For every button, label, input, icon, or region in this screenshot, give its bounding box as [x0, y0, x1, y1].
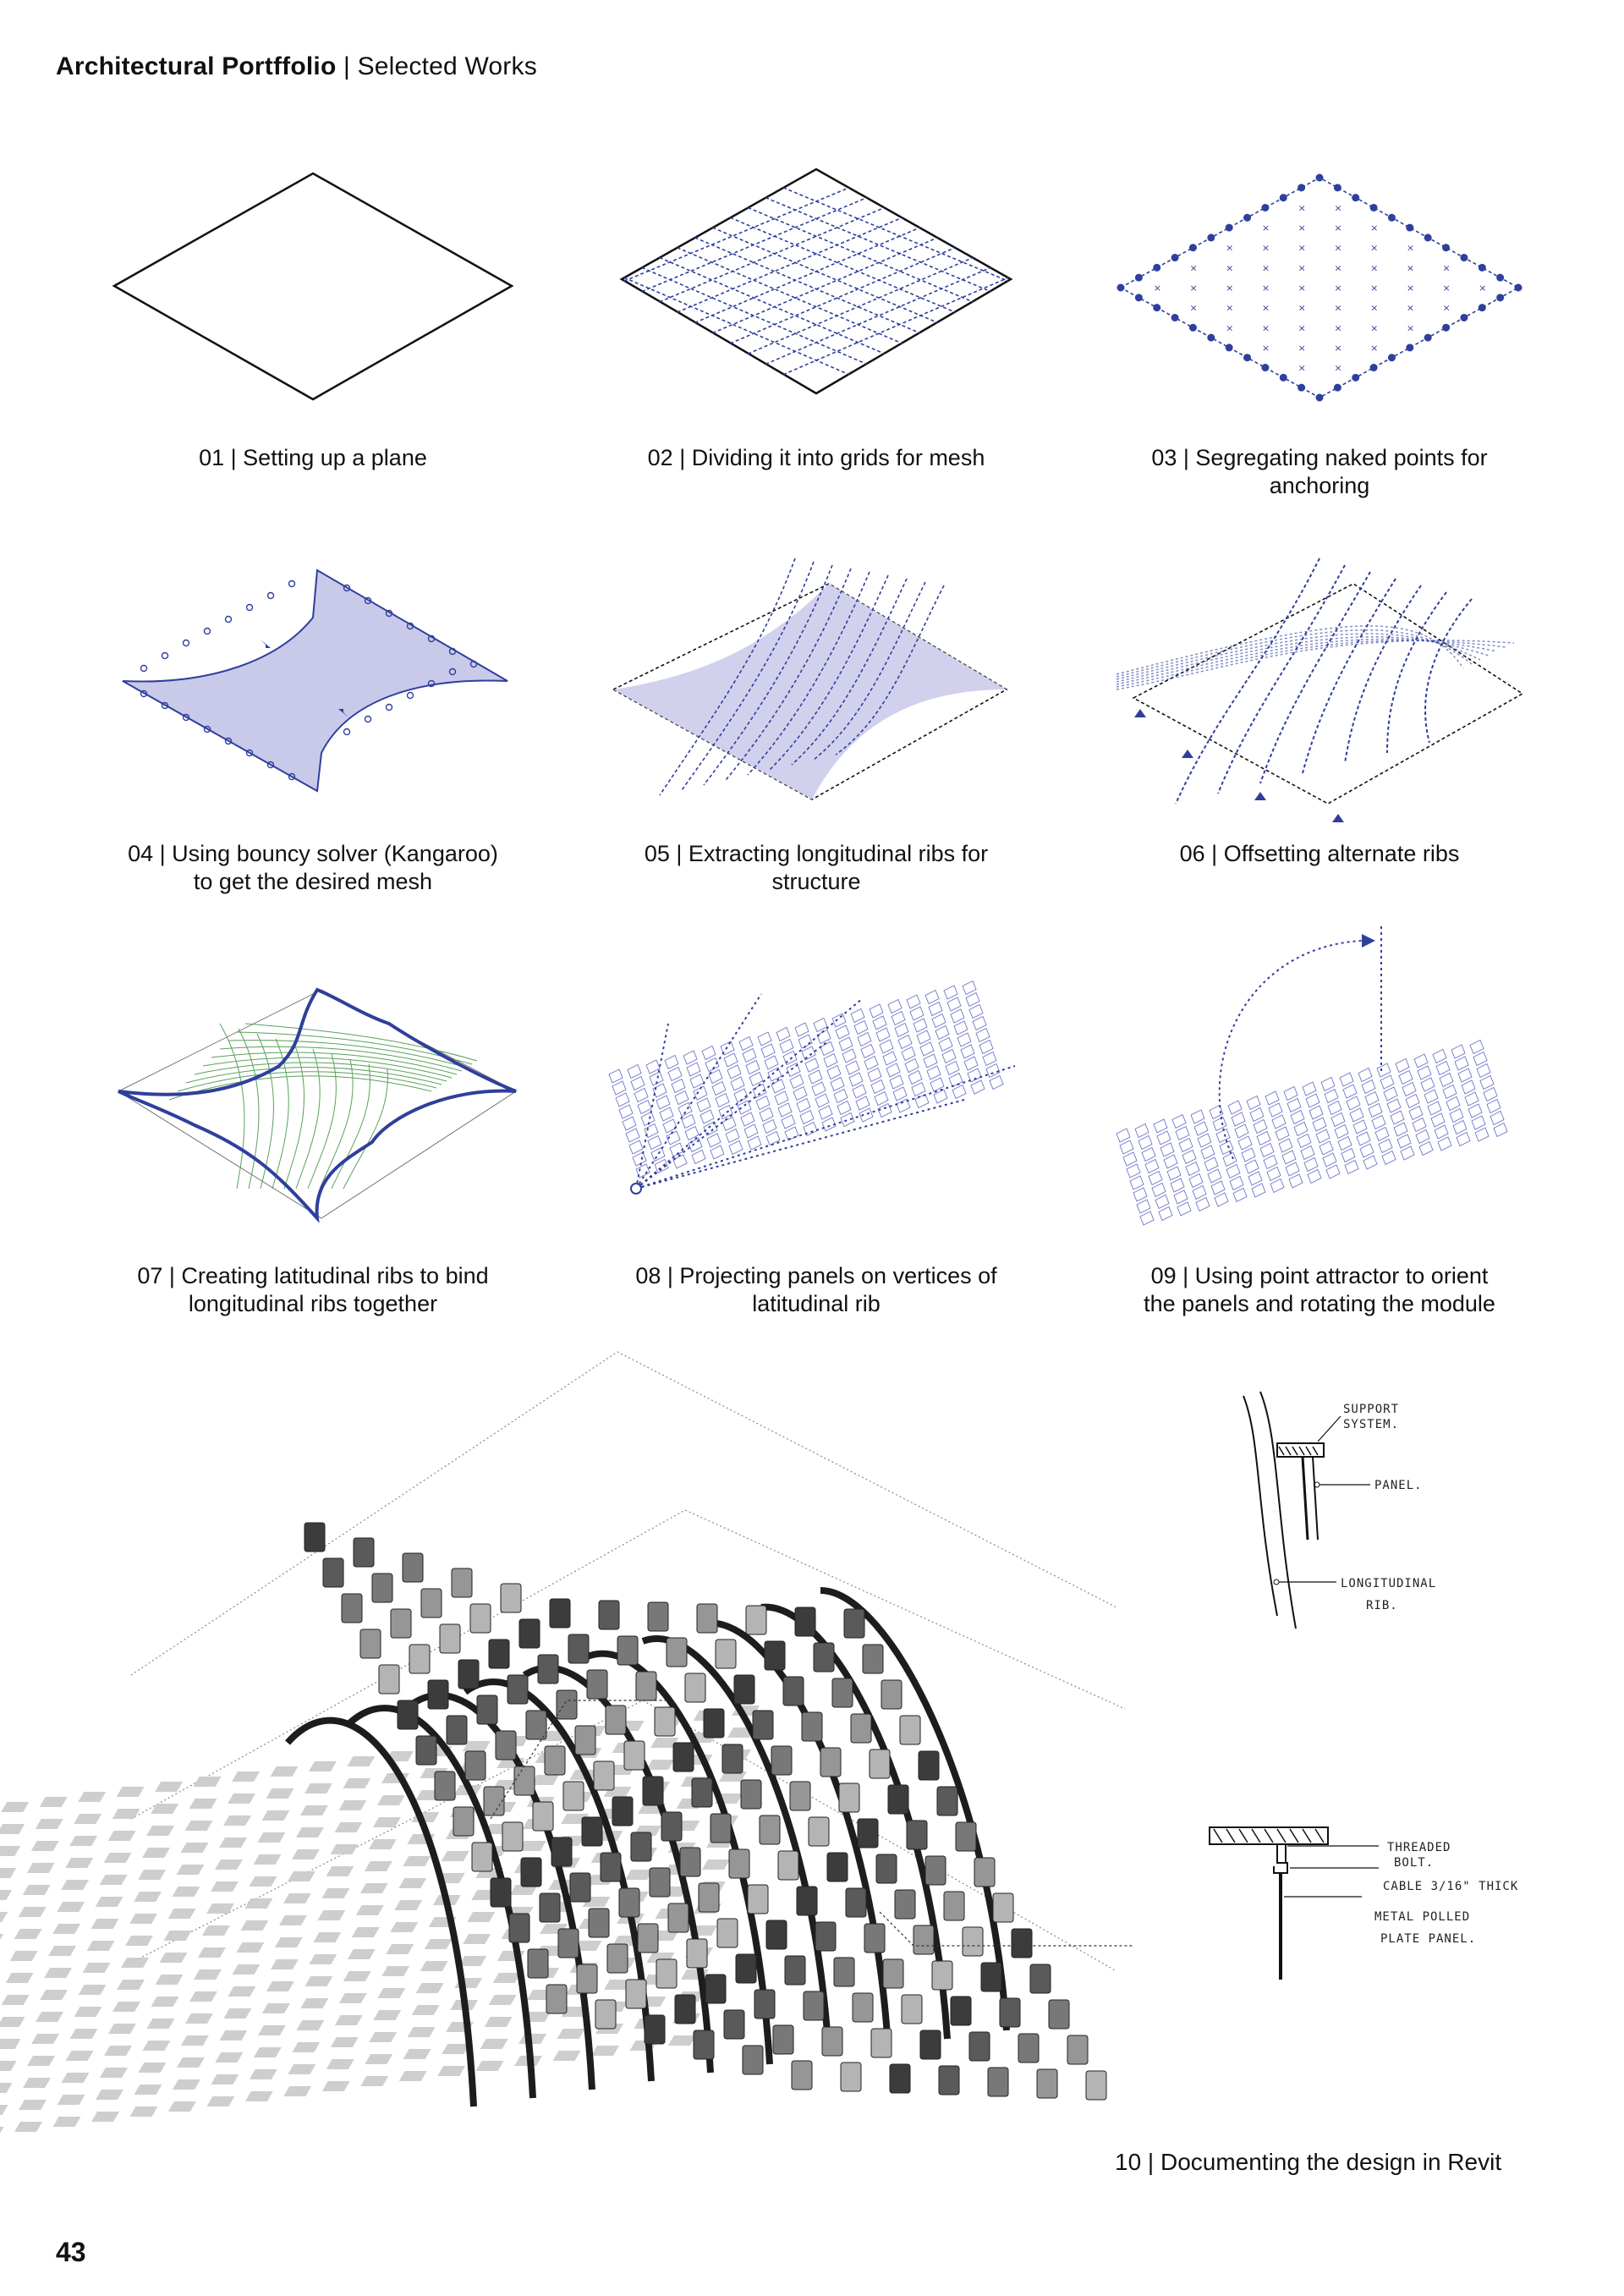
svg-text:×: × — [1443, 283, 1451, 294]
svg-text:×: × — [1226, 303, 1233, 314]
svg-text:×: × — [1226, 322, 1233, 333]
note-metal-line2: PLATE PANEL. — [1380, 1932, 1476, 1946]
svg-text:×: × — [1262, 343, 1270, 354]
note-panel: PANEL. — [1374, 1479, 1423, 1492]
svg-text:×: × — [1298, 322, 1306, 333]
caption-step-02: 02 | Dividing it into grids for mesh — [647, 445, 985, 470]
svg-text:×: × — [1262, 283, 1270, 294]
svg-text:×: × — [1334, 243, 1341, 254]
svg-text:×: × — [1226, 243, 1233, 254]
note-longitudinal-line2: RIB. — [1366, 1599, 1398, 1612]
svg-text:×: × — [1443, 303, 1451, 314]
svg-text:×: × — [1334, 322, 1341, 333]
svg-text:×: × — [1334, 262, 1341, 273]
diagram-03-naked-points: × × × × × × × × × × × × × × × × × × × × × × × × × × × × × × × × × × × × × × × ×… — [1116, 173, 1522, 402]
svg-text:×: × — [1298, 283, 1306, 294]
svg-text:×: × — [1334, 303, 1341, 314]
svg-text:×: × — [1407, 303, 1414, 314]
svg-text:×: × — [1262, 243, 1270, 254]
svg-text:×: × — [1334, 202, 1341, 213]
diagram-07-latitudinal-ribs — [117, 987, 517, 1223]
svg-text:×: × — [1407, 283, 1414, 294]
diagram-02-grid — [619, 168, 1013, 395]
page-number: 43 — [56, 2237, 86, 2267]
note-support-line2: SYSTEM. — [1343, 1418, 1399, 1431]
detail-sketch-bolt: THREADED BOLT. CABLE 3/16" THICK METAL P… — [1209, 1826, 1518, 1980]
svg-text:×: × — [1370, 283, 1378, 294]
svg-text:×: × — [1262, 322, 1270, 333]
note-longitudinal-line1: LONGITUDINAL — [1341, 1577, 1436, 1590]
svg-text:×: × — [1298, 222, 1306, 233]
svg-text:×: × — [1189, 283, 1197, 294]
svg-text:×: × — [1298, 262, 1306, 273]
diagram-08-projected-panels — [608, 980, 1016, 1195]
note-cable: CABLE 3/16" THICK — [1383, 1880, 1518, 1893]
caption-step-04: 04 | Using bouncy solver (Kangaroo)to ge… — [128, 841, 498, 894]
svg-text:×: × — [1370, 322, 1378, 333]
svg-text:×: × — [1298, 343, 1306, 354]
svg-text:×: × — [1298, 363, 1306, 374]
diagram-09-point-attractor — [1116, 926, 1508, 1226]
svg-text:×: × — [1262, 262, 1270, 273]
diagram-05-longitudinal-ribs — [612, 558, 1008, 800]
svg-text:×: × — [1298, 243, 1306, 254]
portfolio-subtitle: | Selected Works — [336, 52, 537, 80]
revit-structure-render — [0, 1351, 1133, 2137]
svg-text:×: × — [1334, 343, 1341, 354]
caption-step-01: 01 | Setting up a plane — [199, 445, 427, 470]
page-header: Architectural Portffolio | Selected Work… — [56, 52, 537, 81]
svg-text:×: × — [1407, 322, 1414, 333]
svg-text:×: × — [1262, 222, 1270, 233]
portfolio-title: Architectural Portffolio — [56, 52, 337, 80]
svg-text:×: × — [1370, 262, 1378, 273]
svg-text:×: × — [1479, 283, 1486, 294]
svg-text:×: × — [1443, 262, 1451, 273]
svg-text:×: × — [1226, 262, 1233, 273]
svg-text:×: × — [1334, 222, 1341, 233]
svg-text:×: × — [1298, 303, 1306, 314]
svg-text:×: × — [1298, 202, 1306, 213]
svg-text:×: × — [1370, 243, 1378, 254]
detail-sketch-support: SUPPORT SYSTEM. PANEL. LONGITUDINAL RIB. — [1243, 1391, 1436, 1629]
diagram-06-offset-ribs — [1116, 558, 1524, 822]
svg-text:×: × — [1189, 262, 1197, 273]
caption-step-10: 10 | Documenting the design in Revit — [1115, 2149, 1502, 2175]
svg-text:×: × — [1189, 303, 1197, 314]
svg-text:×: × — [1370, 303, 1378, 314]
svg-text:×: × — [1226, 283, 1233, 294]
svg-text:×: × — [1370, 222, 1378, 233]
svg-text:×: × — [1262, 303, 1270, 314]
note-support-line1: SUPPORT — [1343, 1403, 1399, 1416]
svg-text:×: × — [1370, 343, 1378, 354]
svg-text:×: × — [1334, 363, 1341, 374]
svg-text:×: × — [1407, 262, 1414, 273]
svg-text:×: × — [1407, 243, 1414, 254]
diagram-04-kangaroo-mesh — [122, 569, 508, 793]
note-metal-line1: METAL POLLED — [1374, 1910, 1470, 1924]
svg-text:×: × — [1334, 283, 1341, 294]
diagram-01-plane — [112, 172, 514, 401]
svg-text:×: × — [1154, 283, 1161, 294]
note-threaded-line1: THREADED — [1387, 1841, 1451, 1854]
note-threaded-line2: BOLT. — [1394, 1856, 1434, 1870]
caption-step-06: 06 | Offsetting alternate ribs — [1179, 841, 1460, 866]
